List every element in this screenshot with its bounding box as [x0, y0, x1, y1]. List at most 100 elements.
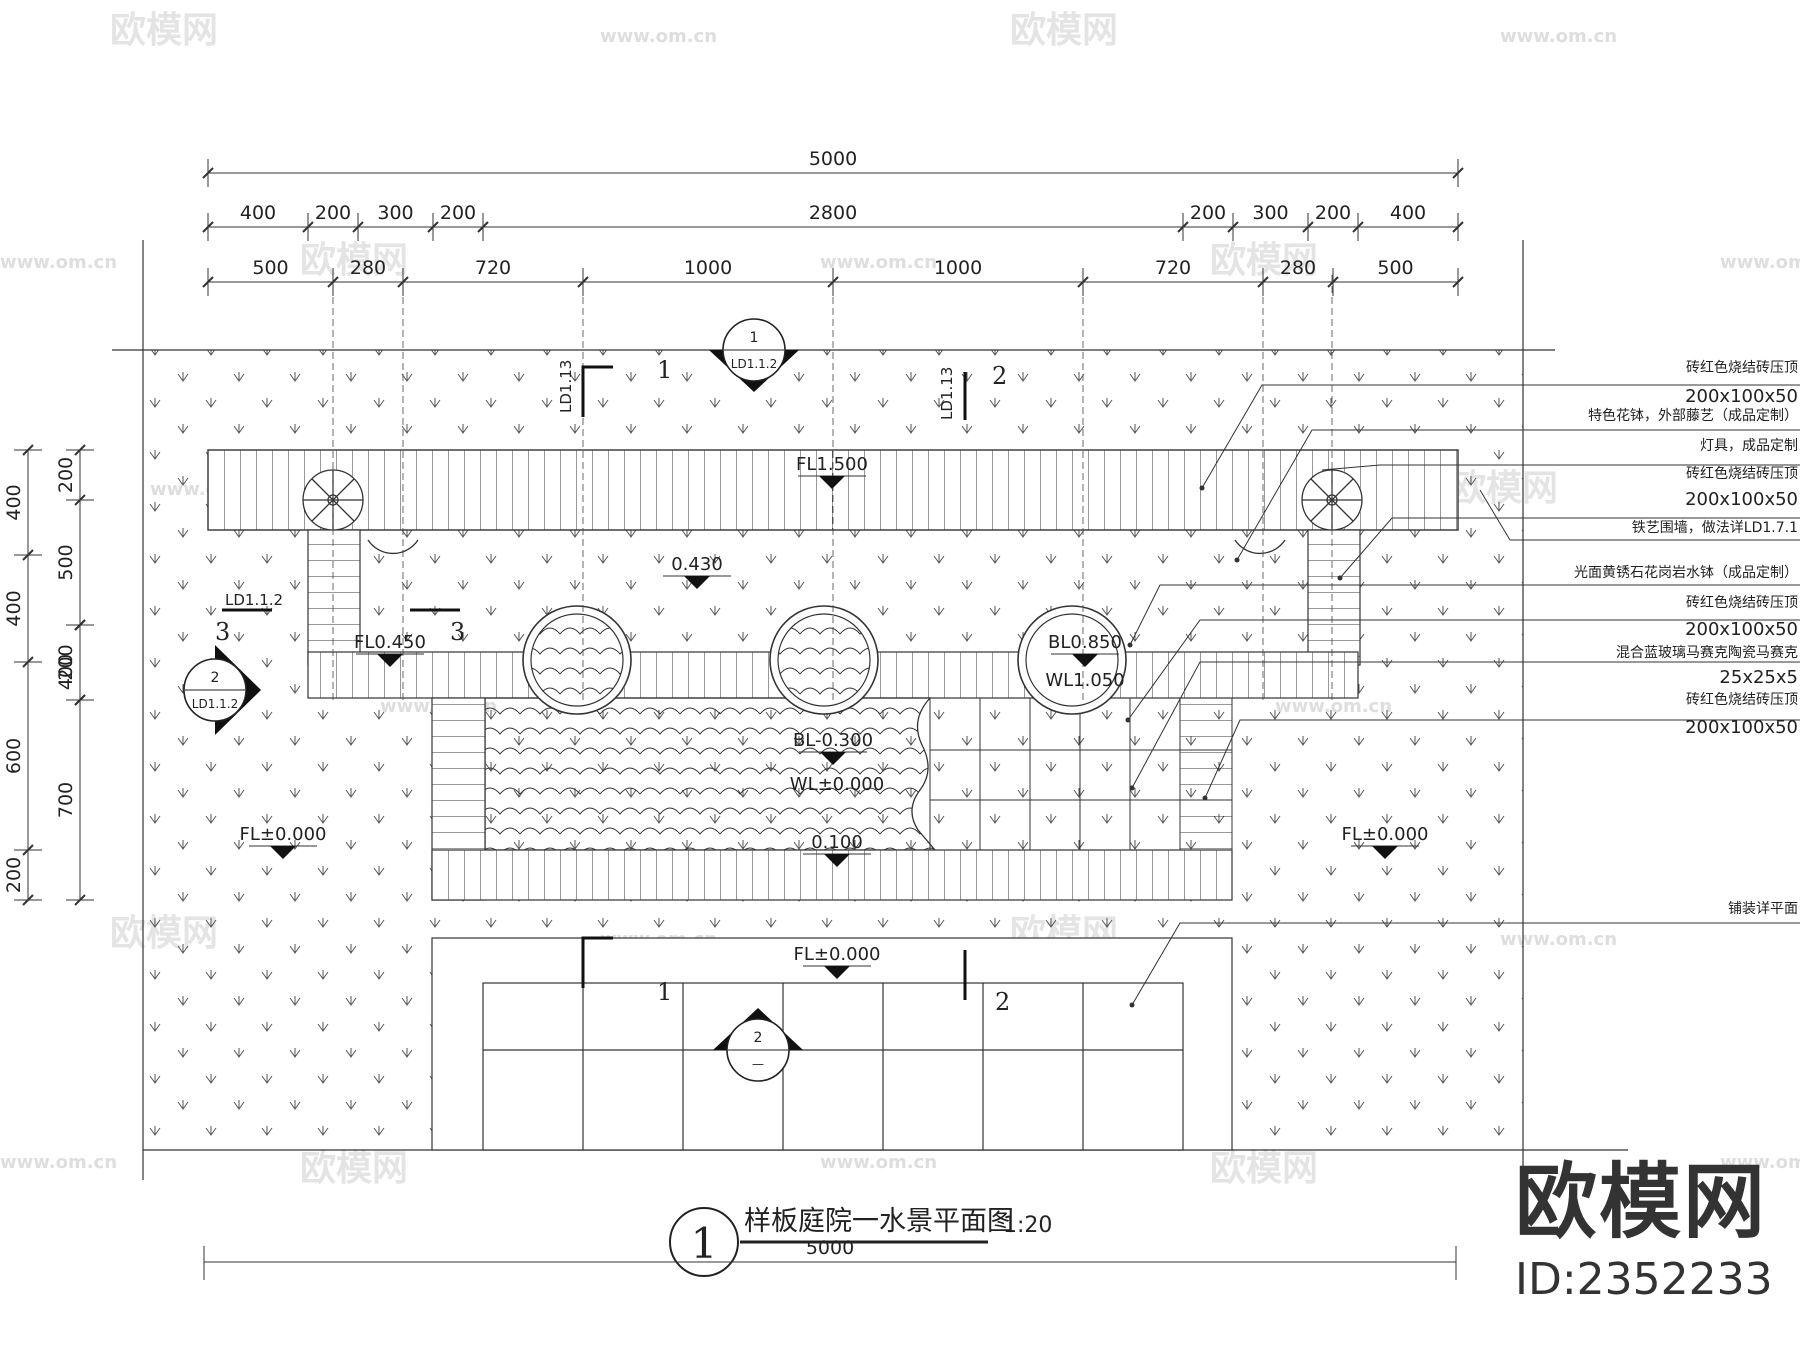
watermark-logo: 欧模网	[1010, 10, 1118, 51]
cut-line-2: 2 LD1.13	[938, 362, 1007, 420]
cut-line-2-label: 2	[992, 362, 1007, 390]
dim-row1-tick	[1452, 221, 1464, 233]
title-number-circle	[669, 1207, 739, 1277]
overall-dim-tick	[1452, 167, 1464, 179]
dimension-guides	[332, 275, 1333, 700]
left-outer-dim-tick	[22, 894, 34, 906]
dim-row1-tick	[477, 221, 489, 233]
cut-line-1: 1 LD1.13	[557, 356, 672, 417]
dim-row2-tick	[1327, 276, 1339, 288]
watermark-url: www.om.cn	[600, 26, 717, 47]
watermark-logo: 欧模网	[300, 240, 408, 281]
level-fl-right: FL±0.000	[1342, 824, 1429, 859]
level-wl-pool-label: WL±0.000	[790, 774, 884, 795]
dim-row2-label: 500	[252, 257, 288, 279]
leader-dot	[1125, 717, 1131, 723]
cut-line-2b-label: 2	[995, 988, 1010, 1016]
cut-line-1-ref: LD1.13	[557, 360, 575, 413]
level-fl-bottom: FL±0.000	[794, 944, 881, 979]
cut-line-2-ref: LD1.13	[938, 367, 956, 420]
level-fl-right-triangle	[1372, 846, 1398, 859]
watermark-url: www.om.cn	[820, 1152, 937, 1173]
level-fl-top-label: FL1.500	[796, 454, 868, 475]
left-mid-dim-label: 400	[55, 654, 77, 690]
left-outer-dim-tick	[22, 844, 34, 856]
dim-row2-tick	[577, 276, 589, 288]
annotation-7: 铁艺围墙，做法详LD1.7.1	[1632, 520, 1798, 536]
left-mid-dim-tick	[74, 694, 86, 706]
dim-row2-tick	[327, 276, 339, 288]
dim-row1-tick	[1352, 221, 1364, 233]
level-bl-pool-label: BL-0.300	[793, 730, 873, 751]
annotation-13: 砖红色烧结砖压顶	[1686, 691, 1798, 708]
dim-row1-label: 400	[1390, 202, 1426, 224]
annotation-2: 200x100x50	[1685, 386, 1798, 407]
level-fl-left-step-triangle	[377, 654, 403, 667]
level-front-edge-label: 0.100	[811, 832, 863, 853]
dim-row2-tick	[202, 276, 214, 288]
dim-row2-label: 280	[1280, 257, 1316, 279]
drawing-title: 样板庭院一水景平面图	[744, 1206, 1014, 1237]
annotation-texts: 砖红色烧结砖压顶200x100x50特色花钵，外部藤艺（成品定制）灯具，成品定制…	[1574, 359, 1798, 917]
section-bubble-1-ref: LD1.1.2	[731, 357, 777, 371]
dim-row1-tick	[202, 221, 214, 233]
dim-row2-tick	[1257, 276, 1269, 288]
dim-row2-tick	[397, 276, 409, 288]
level-fl-left-step-label: FL0.450	[354, 632, 426, 653]
level-fl-bottom-label: FL±0.000	[794, 944, 881, 965]
brand-logo: 欧模网	[1515, 1155, 1768, 1250]
watermark-url: www.om.cn	[0, 252, 117, 273]
cut-line-3-ref: LD1.1.2	[225, 591, 283, 609]
leader-dot	[1129, 785, 1135, 791]
annotation-4: 灯具，成品定制	[1700, 438, 1798, 454]
annotation-5: 砖红色烧结砖压顶	[1686, 465, 1798, 482]
dim-row2-tick	[1452, 276, 1464, 288]
dim-row1-tick	[427, 221, 439, 233]
level-fl-right-label: FL±0.000	[1342, 824, 1429, 845]
level-fl-top-triangle	[819, 476, 845, 489]
cut-line-1-label: 1	[657, 356, 672, 384]
section-bubble-3-ref: —	[752, 1057, 764, 1071]
left-inner-dim-tick	[74, 444, 86, 456]
level-mid-left-triangle	[684, 576, 710, 589]
leader-dot	[1234, 557, 1240, 563]
annotation-12: 25x25x5	[1719, 667, 1798, 688]
dim-row1-label: 200	[1315, 202, 1351, 224]
watermark-url: www.om.cn	[1720, 1152, 1800, 1173]
section-bubble-2-number: 2	[211, 670, 220, 686]
dim-row2-label: 1000	[934, 257, 982, 279]
level-bl-pool-triangle	[820, 752, 846, 765]
level-mid-left-label: 0.430	[671, 554, 723, 575]
section-bubble-3-number: 2	[754, 1030, 763, 1046]
dim-row1-tick	[352, 221, 364, 233]
left-outer-dim-tick	[22, 656, 34, 668]
left-outer-dim-label: 600	[3, 738, 25, 774]
level-fl-left-step: FL0.450	[354, 632, 426, 667]
level-fl-bottom-triangle	[824, 966, 850, 979]
annotation-11: 混合蓝玻璃马赛克陶瓷马赛克	[1616, 644, 1798, 661]
dim-row1-label: 200	[440, 202, 476, 224]
annotation-6: 200x100x50	[1685, 489, 1798, 510]
section-bubble-2-ref: LD1.1.2	[192, 697, 238, 711]
dim-row2-tick	[1077, 276, 1089, 288]
overall-dim-tick	[202, 167, 214, 179]
level-mid-left: 0.430	[663, 554, 731, 589]
leader-dot	[1127, 642, 1133, 648]
leader-dot	[1129, 1002, 1135, 1008]
section-bubble-1-number: 1	[750, 330, 759, 346]
level-bl-pool-top-triangle	[1072, 654, 1098, 667]
annotation-15: 铺装详平面	[1728, 901, 1798, 917]
dim-row2-label: 720	[1155, 257, 1191, 279]
annotation-leaders	[1127, 384, 1800, 1006]
level-bl-pool-top: BL0.850	[1048, 632, 1122, 667]
dim-row2-label: 280	[350, 257, 386, 279]
left-inner-dim-tick	[74, 894, 86, 906]
dim-row2-tick	[827, 276, 839, 288]
cut-line-1b-label: 1	[657, 978, 672, 1006]
annotation-10: 200x100x50	[1685, 619, 1798, 640]
dim-row2-label: 720	[475, 257, 511, 279]
